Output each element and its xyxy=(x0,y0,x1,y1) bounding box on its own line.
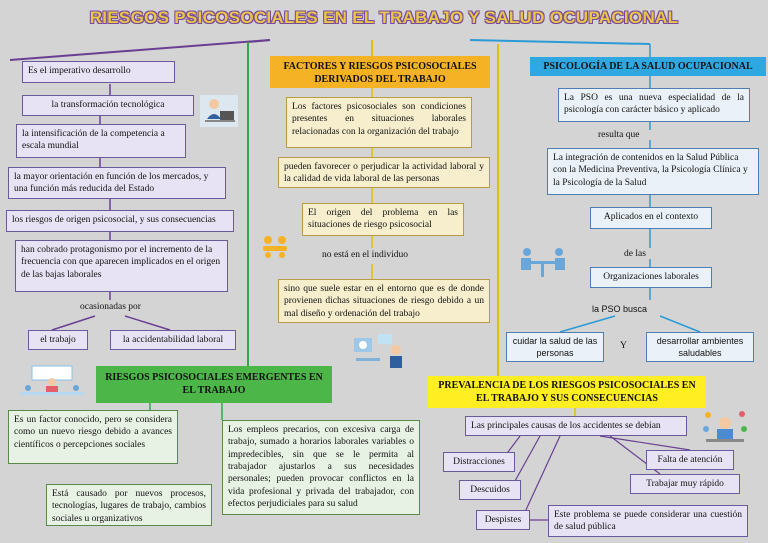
right-box-1: La PSO es una nueva especialidad de la p… xyxy=(558,88,750,122)
cause-carelessness: Descuidos xyxy=(459,480,521,500)
emergent-header: RIESGOS PSICOSOCIALES EMERGENTES EN EL T… xyxy=(96,366,332,403)
left-item-6: han cobrado protagonismo por el incremen… xyxy=(15,240,228,292)
cause-lack-attention: Falta de atención xyxy=(646,450,734,470)
left-item-3: la intensificación de la competencia a e… xyxy=(16,124,186,158)
cause-accidents: la accidentabilidad laboral xyxy=(110,330,236,350)
right-header: PSICOLOGÍA DE LA SALUD OCUPACIONAL xyxy=(530,57,766,76)
middle-header: FACTORES Y RIESGOS PSICOSOCIALES DERIVAD… xyxy=(270,56,490,88)
classroom-icon xyxy=(18,364,86,396)
right-box-4: Organizaciones laborales xyxy=(590,267,712,288)
goal-environments: desarrollar ambientes saludables xyxy=(646,332,754,362)
left-item-4: la mayor orientación en función de los m… xyxy=(8,167,226,199)
middle-box-4: sino que suele estar en el entorno que e… xyxy=(278,279,490,323)
emergent-box-1: Es un factor conocido, pero se considera… xyxy=(8,410,178,464)
left-item-1: Es el imperativo desarrollo xyxy=(22,61,175,83)
office-worker-icon xyxy=(200,95,238,127)
cause-working-fast: Trabajar muy rápido xyxy=(630,474,740,494)
left-item-2: la transformación tecnológica xyxy=(22,95,194,116)
cause-work: el trabajo xyxy=(28,330,88,350)
page-title: RIESGOS PSICOSOCIALES EN EL TRABAJO Y SA… xyxy=(0,8,768,28)
middle-box-1: Los factores psicosociales son condicion… xyxy=(286,97,472,148)
prevalence-intro: Las principales causas de los accidentes… xyxy=(465,416,687,436)
left-item-5: los riesgos de origen psicosocial, y sus… xyxy=(6,210,234,232)
cause-distractions: Distracciones xyxy=(443,452,515,472)
meeting-table-icon xyxy=(517,243,569,279)
goal-health: cuidar la salud de las personas xyxy=(506,332,604,362)
right-box-3: Aplicados en el contexto xyxy=(590,207,712,229)
right-and: Y xyxy=(620,341,627,351)
right-connector-3: la PSO busca xyxy=(592,304,647,314)
right-box-2: La integración de contenidos en la Salud… xyxy=(547,148,759,195)
right-connector-2: de las xyxy=(624,249,646,259)
left-connector: ocasionadas por xyxy=(80,302,141,312)
emergent-box-3: Los empleos precarios, con excesiva carg… xyxy=(222,420,420,515)
workspace-icon xyxy=(350,330,408,370)
middle-box-2: pueden favorecer o perjudicar la activid… xyxy=(278,157,490,188)
middle-connector: no está en el individuo xyxy=(322,250,408,260)
stressed-worker-icon xyxy=(700,409,750,445)
prevalence-header: PREVALENCIA DE LOS RIESGOS PSICOSOCIALES… xyxy=(428,376,706,408)
team-meeting-icon xyxy=(260,232,290,260)
emergent-box-2: Está causado por nuevos procesos, tecnol… xyxy=(46,484,212,526)
middle-box-3: El origen del problema en las situacione… xyxy=(302,203,464,236)
prevalence-conclusion: Este problema se puede considerar una cu… xyxy=(548,505,748,537)
cause-absentminded: Despistes xyxy=(476,510,530,530)
right-connector-1: resulta que xyxy=(598,130,639,140)
